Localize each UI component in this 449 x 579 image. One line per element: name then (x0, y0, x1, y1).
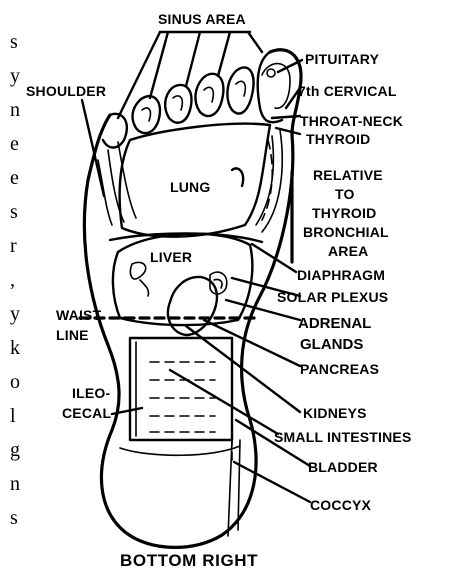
margin-letter: k (10, 337, 20, 359)
label-throat-neck: THROAT-NECK (300, 113, 403, 129)
label-ileo: ILEO- (72, 385, 110, 401)
labels: SINUS AREA PITUITARY 7th CERVICAL SHOULD… (26, 11, 412, 570)
label-diaphragm: DIAPHRAGM (297, 267, 385, 283)
margin-letter: n (10, 473, 20, 495)
margin-letter: r (10, 235, 17, 257)
diagram-caption: BOTTOM RIGHT (120, 551, 258, 570)
label-pituitary: PITUITARY (305, 51, 380, 67)
liver-region (113, 234, 252, 325)
label-relative-line-3: THYROID (312, 205, 376, 221)
label-adrenal: ADRENAL (298, 315, 371, 332)
label-kidneys: KIDNEYS (303, 405, 367, 421)
margin-letter: e (10, 133, 19, 155)
label-relative-line-2: TO (335, 186, 355, 202)
label-thyroid: THYROID (306, 131, 370, 147)
margin-letter: y (10, 303, 20, 325)
label-relative-line-5: AREA (328, 243, 368, 259)
label-waist-line-1: WAIST (56, 307, 102, 323)
toes (103, 67, 254, 147)
margin-letter: s (10, 507, 18, 529)
margin-letter: g (10, 439, 20, 461)
label-lung: LUNG (170, 179, 210, 195)
label-liver: LIVER (150, 249, 192, 265)
label-solar-plexus: SOLAR PLEXUS (277, 289, 388, 305)
margin-text-column: s y n e e s r , y k o l g n s (10, 31, 20, 529)
label-cecal: CECAL (62, 405, 111, 421)
margin-letter: n (10, 99, 20, 121)
margin-letter: l (10, 405, 16, 427)
margin-letter: y (10, 65, 20, 87)
label-7th-cervical: 7th CERVICAL (298, 83, 397, 99)
heel-region (120, 440, 240, 536)
shoulder-zone (98, 142, 136, 225)
label-sinus-area: SINUS AREA (158, 11, 246, 27)
label-bladder: BLADDER (308, 459, 378, 475)
label-relative-line-4: BRONCHIAL (303, 224, 389, 240)
label-small-intestines: SMALL INTESTINES (274, 429, 412, 445)
label-pancreas: PANCREAS (300, 361, 379, 377)
label-coccyx: COCCYX (310, 497, 372, 513)
label-glands: GLANDS (300, 336, 363, 353)
margin-letter: s (10, 31, 18, 53)
margin-letter: o (10, 371, 20, 393)
label-waist-line-2: LINE (56, 327, 89, 343)
label-shoulder: SHOULDER (26, 83, 106, 99)
margin-letter: e (10, 167, 19, 189)
label-relative-line-1: RELATIVE (313, 167, 383, 183)
margin-letter: s (10, 201, 18, 223)
margin-letter: , (10, 269, 15, 291)
